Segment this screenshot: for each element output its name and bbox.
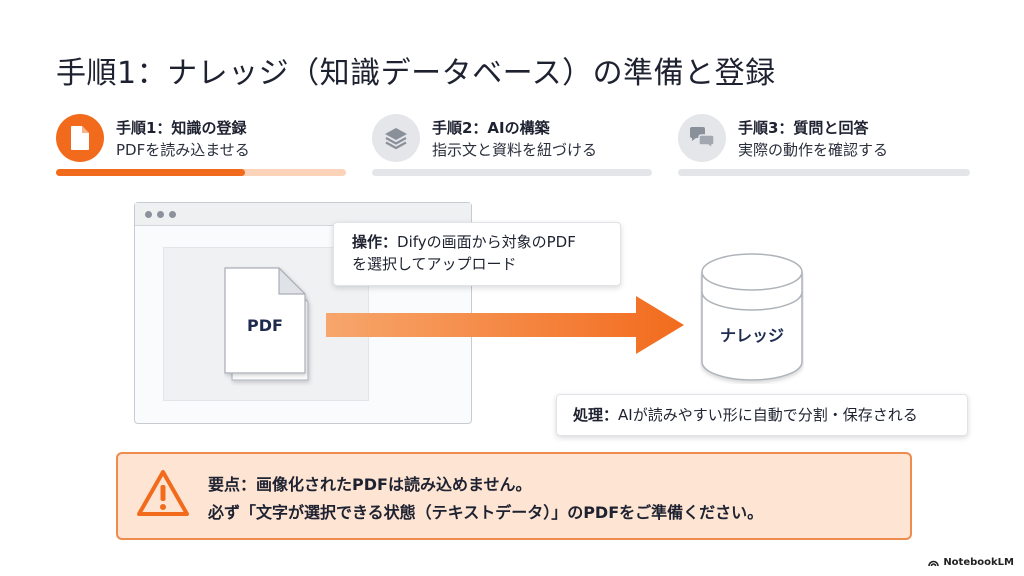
operation-text-1: Difyの画面から対象のPDF: [397, 233, 576, 251]
step-1-progress-fill: [56, 169, 245, 176]
operation-callout: 操作：Difyの画面から対象のPDF を選択してアップロード: [333, 222, 621, 286]
step-2-subtitle: 指示文と資料を紐づける: [432, 141, 598, 159]
step-2-title: 手順2：AIの構築: [432, 119, 550, 137]
step-3: 手順3：質問と回答 実際の動作を確認する: [678, 114, 978, 174]
step-3-title: 手順3：質問と回答: [738, 119, 869, 137]
process-callout: 処理：AIが読みやすい形に自動で分割・保存される: [556, 394, 968, 436]
warning-triangle-icon: [137, 470, 189, 516]
operation-label: 操作：: [352, 233, 398, 251]
warning-box: 要点：画像化されたPDFは読み込めません。 必ず「文字が選択できる状態（テキスト…: [116, 452, 912, 540]
arrow-right-icon: [326, 296, 684, 354]
step-1: 手順1：知識の登録 PDFを読み込ませる: [56, 114, 356, 174]
warning-line-2: 必ず「文字が選択できる状態（テキストデータ）」のPDFをご準備ください。: [208, 503, 764, 522]
brand-watermark: NotebookLM: [928, 557, 1014, 568]
step-1-title: 手順1：知識の登録: [116, 119, 247, 137]
browser-title-bar: [135, 203, 471, 226]
pdf-file-icon: [224, 267, 309, 381]
pdf-label: PDF: [247, 316, 283, 335]
operation-line-2: を選択してアップロード: [352, 255, 517, 273]
step-3-progress-track: [678, 169, 970, 176]
step-3-subtitle: 実際の動作を確認する: [738, 141, 889, 159]
process-text: AIが読みやすい形に自動で分割・保存される: [618, 406, 918, 424]
step-1-progress-track: [56, 169, 346, 176]
operation-line-1: 操作：Difyの画面から対象のPDF: [352, 231, 620, 253]
warning-line-1: 要点：画像化されたPDFは読み込めません。: [208, 475, 532, 494]
page-title: 手順1：ナレッジ（知識データベース）の準備と登録: [56, 56, 776, 91]
window-dot: [157, 211, 164, 218]
chat-bubbles-icon: [678, 114, 726, 162]
brand-name: NotebookLM: [943, 557, 1014, 568]
step-2-progress-track: [372, 169, 652, 176]
layers-icon: [372, 114, 420, 162]
window-dot: [145, 211, 152, 218]
database-icon: [701, 253, 803, 381]
step-1-subtitle: PDFを読み込ませる: [116, 141, 250, 159]
step-2: 手順2：AIの構築 指示文と資料を紐づける: [372, 114, 672, 174]
knowledge-label: ナレッジ: [719, 326, 784, 345]
window-dot: [169, 211, 176, 218]
process-label: 処理：: [573, 406, 619, 424]
notebooklm-logo-icon: [928, 560, 940, 567]
document-icon: [56, 114, 104, 162]
